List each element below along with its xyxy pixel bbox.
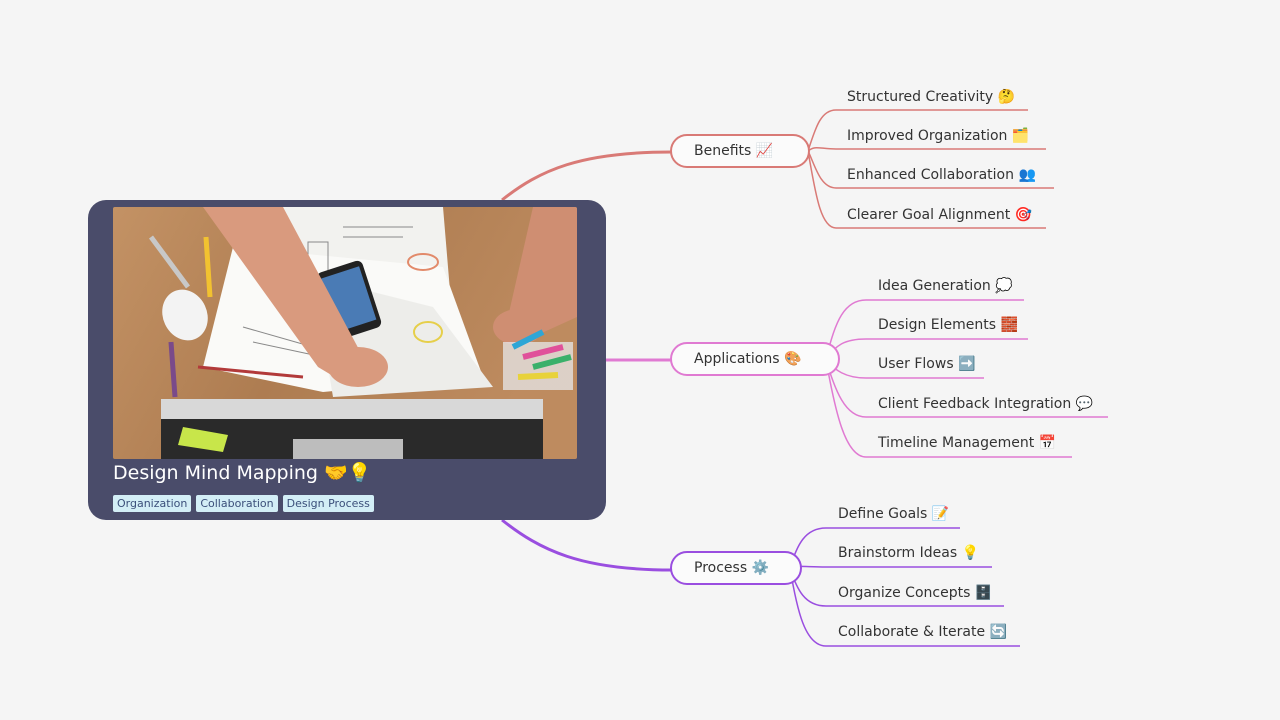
tag-design-process[interactable]: Design Process (282, 495, 374, 512)
topic-clearer-goal-alignment[interactable]: Clearer Goal Alignment 🎯 (847, 207, 1033, 223)
connector-benefits-leaf (807, 150, 1054, 189)
connector-process-leaf (789, 565, 992, 569)
topic-enhanced-collaboration[interactable]: Enhanced Collaboration 👥 (847, 167, 1036, 183)
connector-applications-leaf (825, 359, 1072, 458)
branch-label: Benefits 📈 (694, 143, 774, 159)
topic-collaborate-iterate[interactable]: Collaborate & Iterate 🔄 (838, 624, 1007, 640)
tag-collaboration[interactable]: Collaboration (196, 495, 278, 512)
topic-user-flows[interactable]: User Flows ➡️ (878, 356, 976, 372)
topic-organize-concepts[interactable]: Organize Concepts 🗄️ (838, 585, 993, 601)
topic-timeline-management[interactable]: Timeline Management 📅 (878, 435, 1057, 451)
topic-idea-generation[interactable]: Idea Generation 💭 (878, 278, 1013, 294)
tag-organization[interactable]: Organization (113, 495, 192, 512)
branch-benefits[interactable]: Benefits 📈 (670, 134, 810, 168)
connector-benefits-leaf (807, 109, 1028, 152)
central-topic[interactable]: Design Mind Mapping 🤝💡 Organization Coll… (88, 200, 606, 520)
topic-brainstorm-ideas[interactable]: Brainstorm Ideas 💡 (838, 545, 980, 561)
branch-applications[interactable]: Applications 🎨 (670, 342, 840, 376)
central-topic-title: Design Mind Mapping 🤝💡 (113, 462, 372, 484)
connector-benefits-leaf (807, 150, 1046, 229)
connector-process (501, 518, 673, 572)
topic-improved-organization[interactable]: Improved Organization 🗂️ (847, 128, 1030, 144)
central-topic-photo (113, 207, 577, 459)
tag-list: Organization Collaboration Design Proces… (113, 495, 374, 512)
topic-client-feedback-integration[interactable]: Client Feedback Integration 💬 (878, 396, 1094, 412)
topic-structured-creativity[interactable]: Structured Creativity 🤔 (847, 89, 1016, 105)
topic-design-elements[interactable]: Design Elements 🧱 (878, 317, 1018, 333)
topic-define-goals[interactable]: Define Goals 📝 (838, 506, 950, 522)
connector-benefits-leaf (807, 146, 1046, 152)
branch-label: Process ⚙️ (694, 560, 769, 576)
connector-benefits (501, 150, 673, 202)
branch-process[interactable]: Process ⚙️ (670, 551, 802, 585)
branch-label: Applications 🎨 (694, 351, 802, 367)
